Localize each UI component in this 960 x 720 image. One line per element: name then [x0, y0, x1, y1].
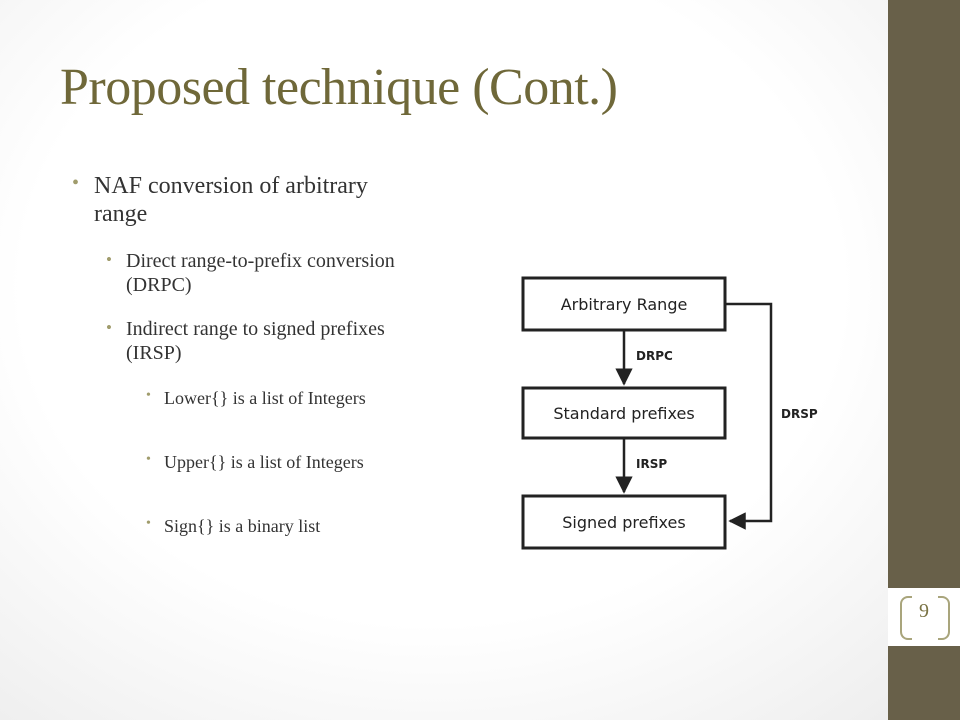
page-number-left-bracket	[900, 596, 912, 640]
bullet-item: • Indirect range to signed prefixes (IRS…	[106, 318, 396, 365]
bullet-text: Direct range-to-prefix conversion (DRPC)	[126, 250, 395, 296]
bullet-text: Sign{} is a binary list	[164, 516, 321, 536]
bullet-dot-icon: •	[106, 318, 112, 337]
bullet-dot-icon: •	[146, 388, 151, 403]
drsp-label: DRSP	[781, 407, 818, 421]
bullet-dot-icon: •	[146, 516, 151, 531]
slide-title: Proposed technique (Cont.)	[60, 59, 618, 116]
bullet-text: Lower{} is a list of Integers	[164, 388, 366, 408]
flow-diagram: Arbitrary Range Standard prefixes Signed…	[521, 276, 818, 550]
bullet-dot-icon: •	[72, 172, 80, 194]
drsp-arrow	[726, 302, 773, 530]
signed-prefixes-label: Signed prefixes	[562, 513, 685, 532]
standard-prefixes-box	[521, 386, 727, 440]
standard-prefixes-label: Standard prefixes	[553, 404, 694, 423]
bullet-text: Indirect range to signed prefixes (IRSP)	[126, 318, 385, 364]
irsp-label: IRSP	[636, 457, 667, 471]
bullet-item: • Lower{} is a list of Integers	[146, 388, 374, 409]
signed-prefixes-box	[521, 494, 727, 550]
drpc-label: DRPC	[636, 349, 673, 363]
page-number-right-bracket	[938, 596, 950, 640]
bullet-dot-icon: •	[106, 250, 112, 269]
bullet-item: • NAF conversion of arbitrary range	[72, 172, 374, 229]
bullet-text: Upper{} is a list of Integers	[164, 452, 364, 472]
arbitrary-range-label: Arbitrary Range	[561, 295, 688, 314]
bullet-item: • Sign{} is a binary list	[146, 516, 374, 537]
bullet-text: NAF conversion of arbitrary range	[94, 173, 368, 228]
bullet-item: • Direct range-to-prefix conversion (DRP…	[106, 250, 396, 297]
page-number: 9	[919, 600, 929, 622]
bullet-item: • Upper{} is a list of Integers	[146, 452, 374, 473]
bullet-dot-icon: •	[146, 452, 151, 467]
arbitrary-range-box	[521, 276, 727, 332]
